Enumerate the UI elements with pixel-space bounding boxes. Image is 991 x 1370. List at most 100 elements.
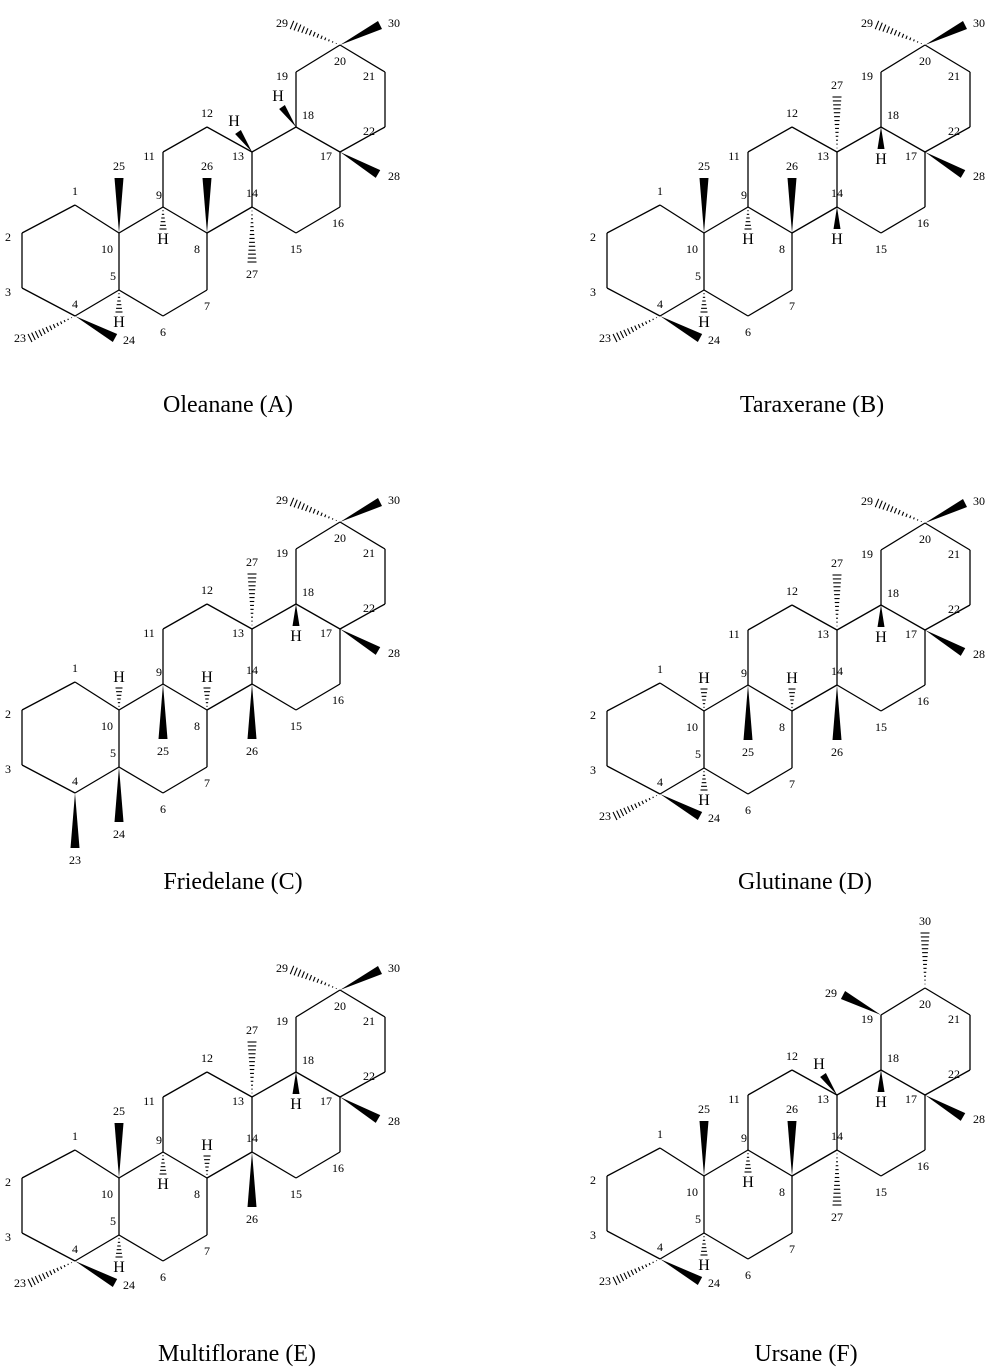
atom-number-23: 23 (599, 809, 611, 823)
hydrogen-18: H (875, 1094, 887, 1111)
atom-number-18: 18 (887, 108, 899, 122)
atom-number-7: 7 (204, 1244, 210, 1258)
wedge-bond (743, 685, 753, 740)
bond (118, 206, 164, 234)
atom-number-16: 16 (917, 1159, 929, 1173)
atom-number-7: 7 (789, 777, 795, 791)
hydrogen-5: H (113, 1259, 125, 1276)
bond (295, 603, 341, 630)
atom-number-27: 27 (831, 556, 843, 570)
atom-number-5: 5 (695, 1212, 701, 1226)
bond (703, 767, 749, 795)
atom-number-12: 12 (201, 583, 213, 597)
wedge-bond (699, 178, 709, 233)
bond (251, 1071, 297, 1098)
atom-number-17: 17 (320, 149, 332, 163)
hashed-bond (920, 932, 930, 985)
bond (21, 681, 76, 711)
atom-number-16: 16 (917, 216, 929, 230)
atom-number-14: 14 (831, 664, 843, 678)
wedge-bond (75, 316, 118, 342)
atom-number-26: 26 (786, 1102, 798, 1116)
atom-number-12: 12 (786, 106, 798, 120)
atom-number-28: 28 (388, 1114, 400, 1128)
bond (924, 44, 971, 73)
atom-number-24: 24 (708, 333, 720, 347)
hashed-bond (788, 688, 796, 708)
bond (791, 604, 838, 631)
atom-number-11: 11 (143, 149, 155, 163)
hydrogen-5: H (698, 314, 710, 331)
hydrogen-13: H (228, 113, 240, 130)
bond (162, 1151, 208, 1179)
atom-number-15: 15 (875, 720, 887, 734)
bond (339, 126, 386, 153)
wedge-bond (235, 129, 252, 152)
atom-number-9: 9 (156, 665, 162, 679)
hydrogen-5: H (698, 792, 710, 809)
atom-number-9: 9 (741, 1131, 747, 1145)
atom-number-3: 3 (5, 762, 11, 776)
atom-number-14: 14 (831, 186, 843, 200)
atom-number-24: 24 (123, 333, 135, 347)
bond (162, 1234, 208, 1262)
atom-number-24: 24 (708, 811, 720, 825)
atom-number-5: 5 (695, 269, 701, 283)
atom-number-17: 17 (320, 1094, 332, 1108)
bond (295, 206, 341, 234)
atom-number-3: 3 (590, 1228, 596, 1242)
bond (880, 987, 926, 1016)
bond (162, 206, 208, 234)
atom-number-8: 8 (194, 719, 200, 733)
bond (74, 1149, 120, 1179)
atom-number-28: 28 (973, 169, 985, 183)
bond (606, 287, 661, 317)
hashed-bond (612, 795, 658, 821)
atom-number-14: 14 (246, 186, 258, 200)
caption-glutinane: Glutinane (D) (738, 869, 872, 895)
atom-number-3: 3 (590, 763, 596, 777)
wedge-bond (840, 991, 881, 1015)
bond (880, 44, 926, 73)
wedge-bond (877, 127, 885, 149)
atom-number-29: 29 (825, 986, 837, 1000)
atom-number-3: 3 (590, 285, 596, 299)
atom-number-23: 23 (599, 1274, 611, 1288)
caption-friedelane: Friedelane (C) (163, 869, 302, 895)
bond (206, 126, 253, 153)
atom-number-6: 6 (745, 803, 751, 817)
bond (606, 765, 661, 795)
bond (791, 1149, 838, 1177)
wedge-bond (340, 20, 383, 45)
hashed-bond (289, 20, 337, 44)
wedge-bond (925, 498, 968, 523)
wedge-bond (247, 684, 257, 739)
bond (703, 1149, 749, 1177)
atom-number-9: 9 (741, 188, 747, 202)
hashed-bond (203, 1155, 211, 1175)
atom-number-23: 23 (14, 331, 26, 345)
caption-multiflorane: Multiflorane (E) (158, 1341, 316, 1367)
bond (747, 1069, 793, 1096)
bond (74, 766, 120, 794)
atom-number-28: 28 (388, 646, 400, 660)
bond (703, 206, 749, 234)
bond (206, 206, 253, 234)
atom-number-9: 9 (741, 666, 747, 680)
atom-number-26: 26 (246, 744, 258, 758)
atom-number-13: 13 (232, 626, 244, 640)
atom-number-14: 14 (831, 1129, 843, 1143)
bond (339, 1071, 386, 1098)
atom-number-15: 15 (290, 242, 302, 256)
atom-number-19: 19 (276, 69, 288, 83)
atom-number-15: 15 (875, 1185, 887, 1199)
bond (703, 684, 749, 712)
bond (836, 604, 882, 631)
atom-number-22: 22 (363, 1069, 375, 1083)
bond (162, 766, 208, 794)
wedge-bond (292, 1072, 300, 1094)
bond (162, 126, 208, 153)
wedge-bond (75, 1261, 118, 1287)
